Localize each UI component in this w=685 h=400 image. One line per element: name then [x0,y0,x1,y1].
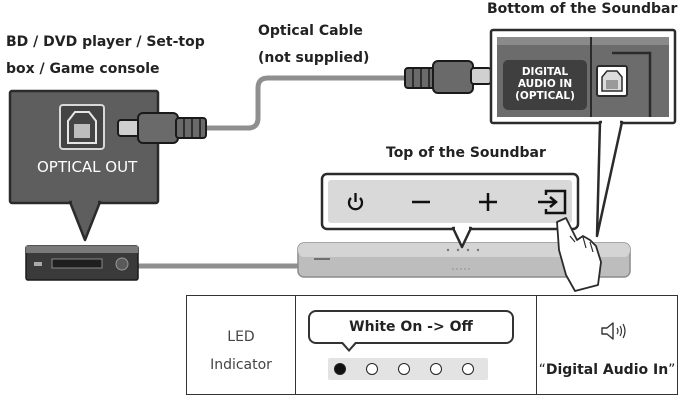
led-dot [366,363,378,375]
plus-icon [479,193,497,211]
source-device-label-line2: box / Game console [6,61,160,77]
source-input-icon [538,189,567,215]
voice-guide-text: “Digital Audio In” [537,362,677,378]
optical-plug-right-icon [404,60,492,94]
optical-out-label: OPTICAL OUT [37,158,138,176]
digital-audio-in-label-line3: (OPTICAL) [515,90,575,102]
voice-guide-cell: “Digital Audio In” [537,296,677,394]
optical-out-panel [8,89,207,242]
led-dot [334,363,346,375]
bd-player-device [25,245,139,281]
soundbar-bottom-panel [489,28,677,238]
soundbar-top-label: Top of the Soundbar [386,145,546,161]
soundbar-bottom-label: Bottom of the Soundbar [487,1,678,17]
power-icon [347,197,364,211]
led-label-line2: Indicator [210,357,272,373]
optical-plug-left-icon [117,112,207,144]
led-strip [328,358,488,380]
close-quote: ” [668,362,676,378]
optical-port-icon [59,104,105,150]
speaker-sound-icon [601,322,626,340]
open-quote: “ [538,362,546,378]
source-device-label-line1: BD / DVD player / Set-top [6,34,205,50]
led-label-line1: LED [227,329,255,345]
led-dot [462,363,474,375]
soundbar [297,242,631,278]
led-status-cell: White On -> Off [296,296,537,394]
power-button[interactable] [347,193,364,211]
led-dot [430,363,442,375]
optical-cable-note: (not supplied) [258,50,370,66]
digital-audio-in-label-line1: DIGITAL [521,66,569,78]
volume-up-button[interactable] [479,193,497,211]
source-button[interactable] [538,189,567,215]
led-label-cell: LED Indicator [187,296,296,394]
digital-audio-in-label-line2: AUDIO IN [517,78,573,90]
led-indicator-table: LED Indicator White On -> Off “Digital A… [186,295,678,395]
voice-guide-message: Digital Audio In [545,362,669,378]
soundbar-top-panel [320,172,580,249]
optical-cable-line [205,75,410,131]
hand-icon [556,217,602,292]
led-dot [398,363,410,375]
optical-cable-label: Optical Cable [258,23,363,39]
optical-in-port-icon [596,65,628,97]
led-status-callout: White On -> Off [308,310,514,344]
